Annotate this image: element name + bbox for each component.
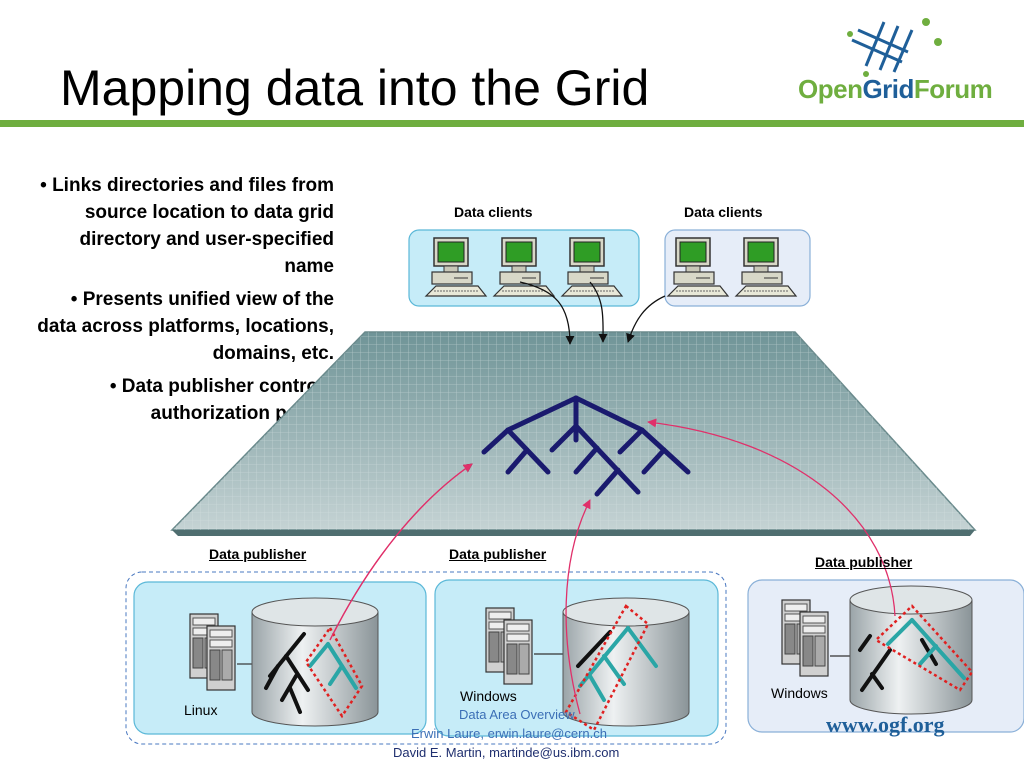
bullet-list: • Links directories and files from sourc… <box>36 172 334 433</box>
os-label-windows-mid: Windows <box>460 688 517 704</box>
footer-line-1: Data Area Overview <box>459 707 575 722</box>
logo-part-forum: Forum <box>913 74 993 104</box>
ogf-logo: OpenGridForum <box>798 74 993 105</box>
logo-part-grid: Grid <box>862 74 914 104</box>
server-icon <box>206 625 236 691</box>
data-clients-label-left: Data clients <box>454 204 533 220</box>
grid-directory-tree <box>481 395 691 497</box>
footer-line-3: David E. Martin, martinde@us.ibm.com <box>393 745 620 760</box>
server-icon <box>799 611 829 677</box>
data-publisher-label-windows-mid: Data publisher <box>449 546 547 562</box>
ogf-grid-mark-icon <box>847 18 942 77</box>
ogf-url[interactable]: www.ogf.org <box>826 712 945 737</box>
bullet-item: • Presents unified view of the data acro… <box>37 289 334 364</box>
slide-title: Mapping data into the Grid <box>60 60 650 116</box>
data-publisher-label-linux: Data publisher <box>209 546 307 562</box>
title-divider <box>0 120 1024 127</box>
server-icon <box>503 619 533 685</box>
publisher-group <box>125 571 727 745</box>
data-clients-label-right: Data clients <box>684 204 763 220</box>
bullet-item: • Links directories and files from sourc… <box>40 175 334 277</box>
os-label-windows-right: Windows <box>771 685 828 701</box>
os-label-linux: Linux <box>184 702 218 718</box>
logo-part-open: Open <box>798 74 863 104</box>
footer-line-2: Erwin Laure, erwin.laure@cern.ch <box>411 726 608 741</box>
data-publisher-label-windows-right: Data publisher <box>815 554 913 570</box>
storage-cylinder-windows-right <box>849 585 973 715</box>
